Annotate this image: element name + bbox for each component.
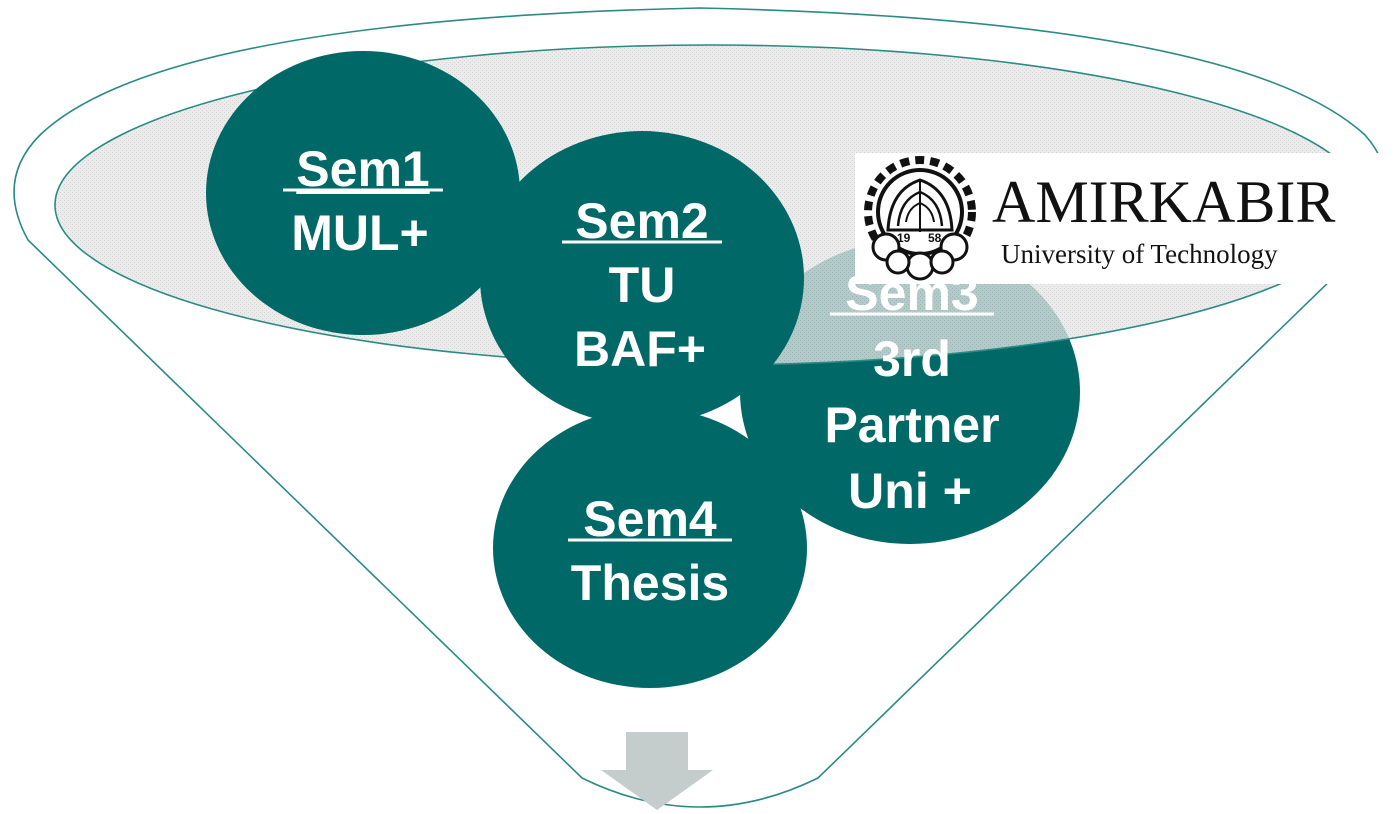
logo-subtitle: University of Technology <box>1001 239 1278 269</box>
sem4-heading: Sem4 <box>583 491 717 547</box>
sem1-line-1: MUL+ <box>291 205 429 261</box>
sem3-line-1: 3rd <box>873 331 951 387</box>
sem4-line-1: Thesis <box>571 555 729 611</box>
university-emblem-icon: 19 58 <box>864 156 976 281</box>
sem2-line-2: BAF+ <box>574 321 706 377</box>
emblem-year-right: 58 <box>928 231 942 245</box>
sem3-line-2: Partner <box>824 397 999 453</box>
sem2-node <box>480 131 804 425</box>
sem2-line-1: TU <box>609 257 676 313</box>
sem2-heading: Sem2 <box>575 193 708 249</box>
university-logo: 19 58 AMIRKABIR University of Technology <box>855 153 1398 284</box>
down-arrow-icon <box>601 732 713 810</box>
sem4-node <box>493 408 807 688</box>
sem3-line-3: Uni + <box>848 463 972 519</box>
sem1-node <box>206 51 520 335</box>
sem1-heading: Sem1 <box>296 141 429 197</box>
emblem-year-left: 19 <box>897 231 911 245</box>
logo-name: AMIRKABIR <box>992 169 1335 235</box>
